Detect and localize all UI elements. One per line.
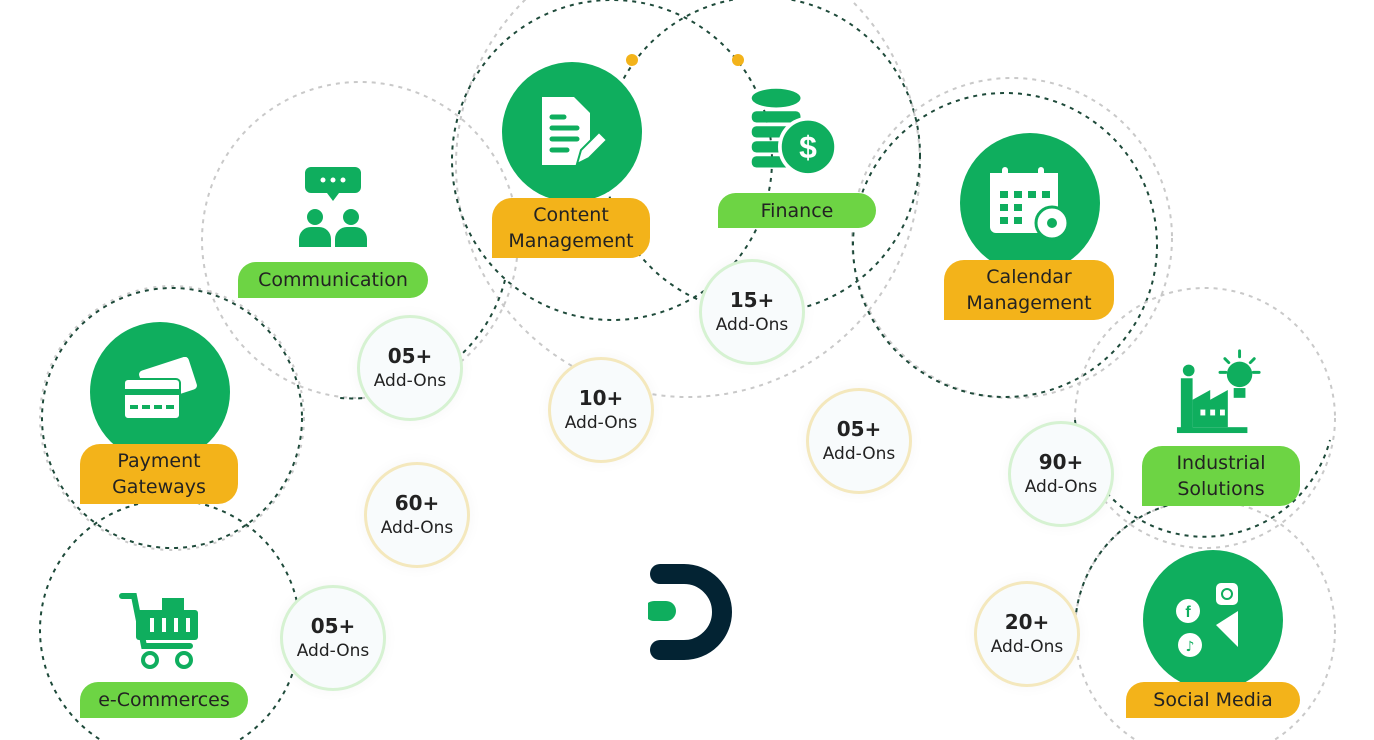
addon-badge-ecommerce: 05+ Add-Ons (280, 585, 386, 691)
addon-label: Add-Ons (715, 315, 789, 335)
connector-dot (626, 54, 638, 66)
svg-text:f: f (1185, 604, 1191, 621)
addon-count: 05+ (387, 344, 433, 368)
addon-label: Add-Ons (1024, 477, 1098, 497)
addon-badge-finance: 15+ Add-Ons (699, 259, 805, 365)
addon-count: 05+ (310, 614, 356, 638)
shopping-cart-icon (115, 585, 205, 675)
addon-label: Add-Ons (564, 413, 638, 433)
addon-badge-payment: 60+ Add-Ons (364, 462, 470, 568)
addon-badge-calendar: 05+ Add-Ons (806, 388, 912, 494)
category-label-content-management: Content Management (492, 198, 650, 258)
svg-text:♪: ♪ (1186, 639, 1195, 655)
ring (851, 77, 1173, 399)
addon-badge-social: 20+ Add-Ons (974, 581, 1080, 687)
credit-card-icon (90, 322, 230, 462)
people-chat-icon (288, 160, 378, 250)
addon-count: 05+ (836, 417, 882, 441)
category-label-calendar-management: Calendar Management (944, 260, 1114, 320)
addon-count: 20+ (1004, 610, 1050, 634)
category-label-payment-gateways: Payment Gateways (80, 444, 238, 504)
addon-label: Add-Ons (822, 444, 896, 464)
addon-count: 10+ (578, 386, 624, 410)
addon-badge-center: 10+ Add-Ons (548, 357, 654, 463)
addon-label: Add-Ons (990, 637, 1064, 657)
addon-count: 60+ (394, 491, 440, 515)
category-label-e-commerces: e-Commerces (80, 682, 248, 718)
connector-dot (732, 54, 744, 66)
category-label-finance: Finance (718, 193, 876, 228)
addon-badge-communication: 05+ Add-Ons (357, 315, 463, 421)
ring (39, 285, 305, 551)
ring (852, 92, 1158, 398)
addon-label: Add-Ons (373, 371, 447, 391)
category-label-industrial-solutions: Industrial Solutions (1142, 446, 1300, 506)
ring (41, 287, 303, 549)
addon-count: 15+ (729, 288, 775, 312)
document-edit-icon (502, 62, 642, 202)
calendar-gear-icon (960, 133, 1100, 273)
addon-label: Add-Ons (296, 641, 370, 661)
coins-dollar-icon: $ (748, 85, 838, 177)
svg-text:$: $ (799, 129, 817, 165)
ring (1074, 287, 1336, 549)
addon-badge-industrial: 90+ Add-Ons (1008, 421, 1114, 527)
category-label-social-media: Social Media (1126, 682, 1300, 718)
category-label-communication: Communication (238, 262, 428, 298)
brand-logo (644, 564, 734, 666)
megaphone-social-icon: f♪ (1143, 550, 1283, 690)
addon-count: 90+ (1038, 450, 1084, 474)
factory-bulb-icon (1175, 345, 1265, 435)
addon-label: Add-Ons (380, 518, 454, 538)
